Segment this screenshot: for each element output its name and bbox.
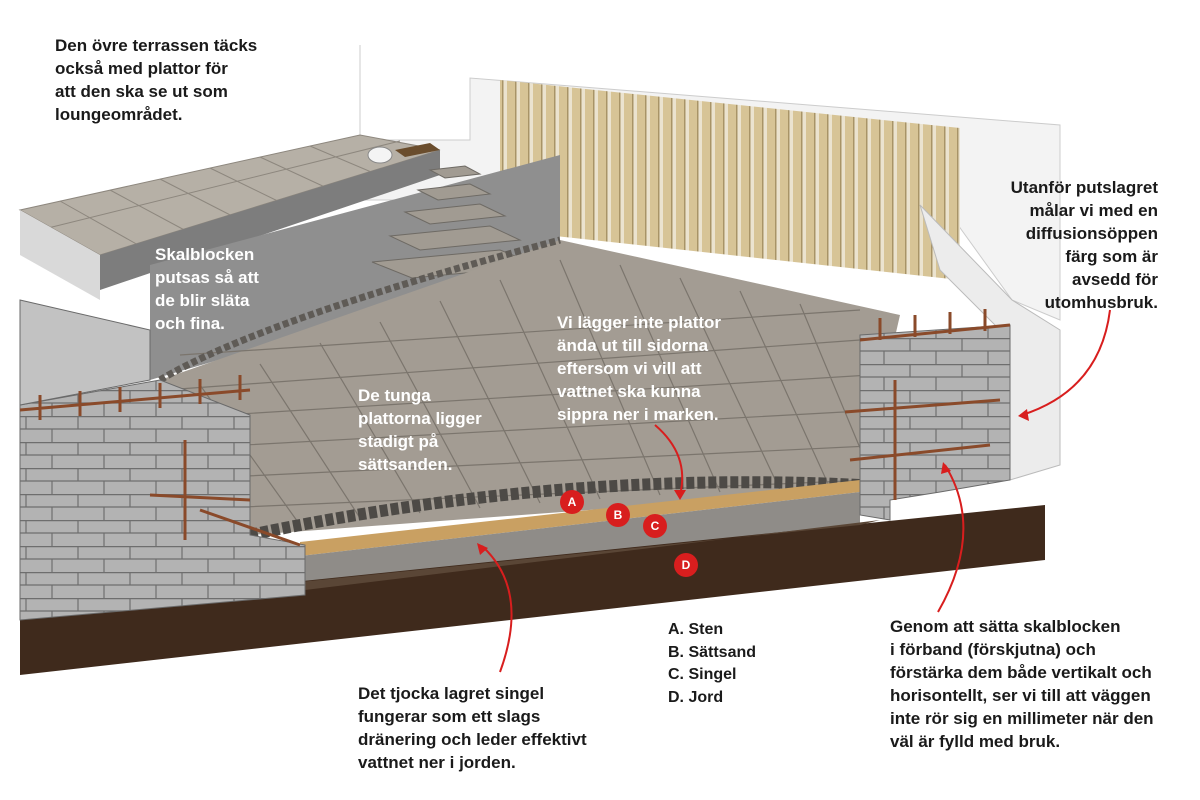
stepping-stone-3: [403, 203, 507, 225]
note-heavy-tiles: De tunga plattorna ligger stadigt på sät…: [358, 386, 482, 474]
arrow-bond-blocks: [937, 464, 965, 613]
legend-item-sten: A. Sten: [668, 621, 724, 638]
stepping-stone-1: [428, 165, 482, 179]
terrace-lamp: [367, 146, 393, 164]
upper-terrace-front-face: [20, 210, 100, 300]
upper-terrace-edge: [100, 150, 440, 290]
note-bond-blocks: Genom att sätta skalblocken i förband (f…: [890, 617, 1154, 751]
upper-terrace-tile-lines: [39, 140, 401, 247]
stone-border-left: [158, 236, 561, 384]
layer-marker-a: A: [560, 490, 584, 514]
layer-marker-c: C: [643, 514, 667, 538]
note-upper-terrace: Den övre terrassen täcks också med platt…: [55, 36, 258, 124]
sand-layer: [300, 480, 860, 556]
legend-item-sattsand: B. Sättsand: [668, 643, 757, 661]
right-wall-rebar: [844, 309, 1011, 500]
left-wall-rebar: [19, 375, 301, 547]
soil-top-band: [300, 520, 880, 590]
arrow-bond-blocks-head: [941, 462, 951, 474]
left-wall-interior: [19, 299, 151, 406]
stone-tile-floor: [160, 240, 900, 535]
stone-border-front: [248, 476, 861, 541]
legend-item-jord: D. Jord: [668, 688, 724, 706]
terrace-drain-grate: [395, 143, 440, 157]
stepping-stone-2: [416, 183, 492, 201]
soil-layer: [20, 505, 1045, 675]
arrow-tiles-edges-head: [674, 490, 686, 500]
arrow-gravel-layer-head: [477, 543, 488, 555]
legend-item-singel: C. Singel: [668, 666, 737, 683]
note-gravel-layer: Det tjocka lagret singel fungerar som et…: [358, 684, 587, 772]
arrow-tiles-edges: [654, 424, 684, 496]
gravel-layer: [300, 492, 860, 582]
layer-legend: A. Sten B. Sättsand C. Singel D. Jord: [668, 619, 756, 709]
layer-marker-b: B: [606, 503, 630, 527]
right-block-wall: [859, 324, 1011, 521]
wood-slat-fence: [500, 80, 960, 280]
left-block-wall: [19, 379, 306, 621]
note-outside-plaster: Utanför putslagret målar vi med en diffu…: [1010, 178, 1158, 312]
arrow-outside-plaster-head: [1018, 409, 1029, 421]
note-shell-blocks: Skalblocken putsas så att de blir släta …: [155, 245, 259, 333]
arrow-gravel-layer: [481, 545, 513, 673]
stepping-stone-4: [388, 225, 522, 251]
note-tiles-edges: Vi lägger inte plattor ända ut till sido…: [557, 313, 722, 424]
arrow-outside-plaster: [1021, 309, 1111, 416]
layer-marker-d: D: [674, 553, 698, 577]
